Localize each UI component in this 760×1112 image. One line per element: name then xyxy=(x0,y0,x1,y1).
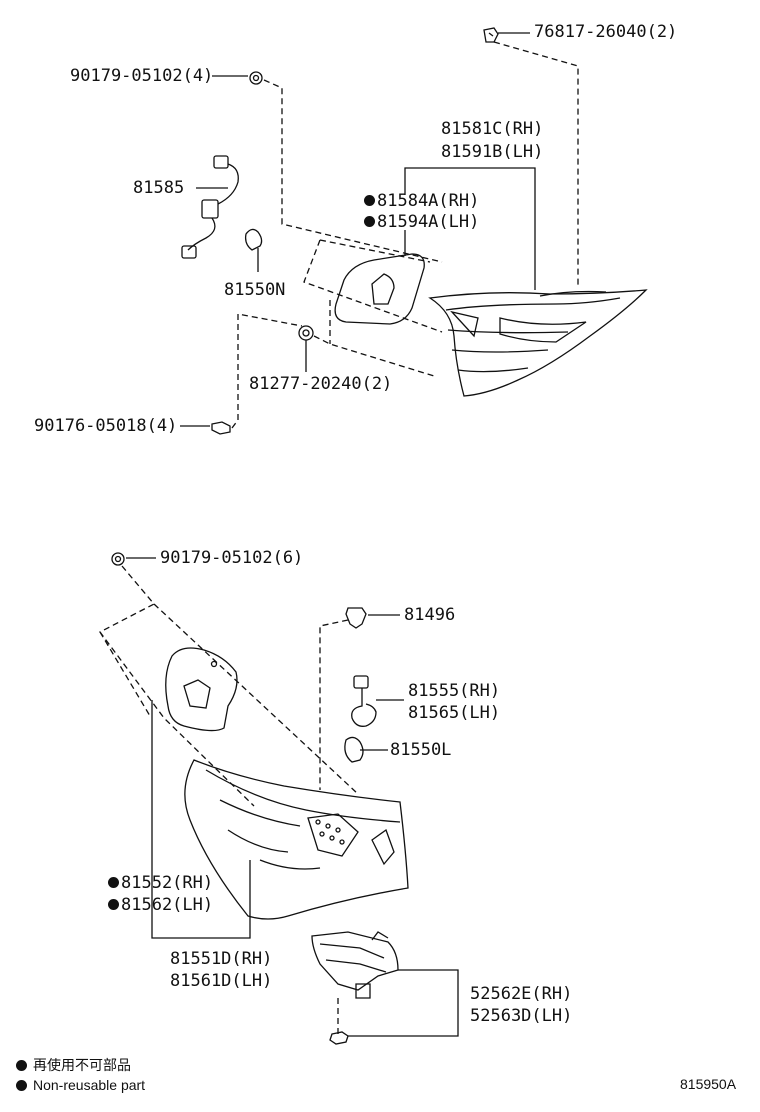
socket-81555-part xyxy=(351,675,377,727)
label-81594a: 81594A(LH) xyxy=(364,212,479,232)
legend-jp-text: 再使用不可部品 xyxy=(33,1057,131,1073)
lens-81581c-part xyxy=(428,289,648,397)
dash-76817 xyxy=(493,41,579,286)
figure-code: 815950A xyxy=(680,1076,737,1092)
bulb-81550n-part xyxy=(244,228,263,251)
non-reusable-dot xyxy=(364,195,375,206)
label-81552: 81552(RH) xyxy=(108,873,213,893)
legend-jp: 再使用不可部品 xyxy=(16,1056,131,1074)
label-81565: 81565(LH) xyxy=(408,703,501,723)
label-81277: 81277-20240(2) xyxy=(249,374,393,394)
nut-lower-part xyxy=(111,552,125,566)
dash-90176 xyxy=(231,313,303,429)
label-81584a: 81584A(RH) xyxy=(364,191,479,211)
label-81581c: 81581C(RH) xyxy=(441,119,544,139)
legend-dot xyxy=(16,1080,27,1091)
label-81561d: 81561D(LH) xyxy=(170,971,273,991)
label-76817: 76817-26040(2) xyxy=(534,22,678,42)
dash-81496 xyxy=(319,619,349,790)
label-81594a-text: 81594A(LH) xyxy=(377,212,480,232)
label-81562: 81562(LH) xyxy=(108,895,213,915)
label-90179-upper: 90179-05102(4) xyxy=(70,66,214,86)
dash-90179-upper xyxy=(263,79,443,263)
dash-90179-lower-b xyxy=(153,603,359,795)
label-52563d: 52563D(LH) xyxy=(470,1006,573,1026)
label-81496: 81496 xyxy=(404,605,456,625)
leader-81581c xyxy=(404,167,536,290)
legend-en-text: Non-reusable part xyxy=(33,1077,146,1093)
bracket-52562e-part xyxy=(311,931,399,999)
label-81585: 81585 xyxy=(133,178,185,198)
non-reusable-dot xyxy=(108,899,119,910)
non-reusable-dot xyxy=(108,877,119,888)
dash-81277 xyxy=(313,335,435,377)
label-81550n: 81550N xyxy=(224,280,286,300)
label-81555: 81555(RH) xyxy=(408,681,501,701)
bolt-90176-part xyxy=(211,421,231,435)
label-90179-lower: 90179-05102(6) xyxy=(160,548,304,568)
cushion-81277-part xyxy=(298,325,314,341)
screw-52562e-part xyxy=(329,1031,349,1045)
dash-gasket-a xyxy=(303,239,443,333)
label-81562-text: 81562(LH) xyxy=(121,895,214,915)
label-81551d: 81551D(RH) xyxy=(170,949,273,969)
label-81550l: 81550L xyxy=(390,740,452,760)
legend-dot xyxy=(16,1060,27,1071)
label-81591b: 81591B(LH) xyxy=(441,142,544,162)
gasket-81552-part xyxy=(165,647,238,732)
label-81552-text: 81552(RH) xyxy=(121,873,214,893)
bulb-81550l-part xyxy=(344,736,364,763)
leader-81552 xyxy=(151,700,251,939)
leader-52562e xyxy=(348,969,459,1037)
lamp-81551d-part xyxy=(184,759,409,920)
dash-gasket-b xyxy=(319,239,431,263)
legend-en: Non-reusable part xyxy=(16,1076,145,1094)
label-90176: 90176-05018(4) xyxy=(34,416,178,436)
wire-81585-part xyxy=(181,155,239,259)
label-52562e: 52562E(RH) xyxy=(470,984,573,1004)
non-reusable-dot xyxy=(364,216,375,227)
label-81584a-text: 81584A(RH) xyxy=(377,191,480,211)
nut-upper-part xyxy=(249,71,263,85)
dash-90179-lower-c xyxy=(99,631,151,717)
dash-90179-lower-a xyxy=(99,565,255,807)
clip-76817-part xyxy=(483,27,499,43)
gasket-81584a-part xyxy=(334,253,425,325)
clip-81496-part xyxy=(345,607,367,629)
